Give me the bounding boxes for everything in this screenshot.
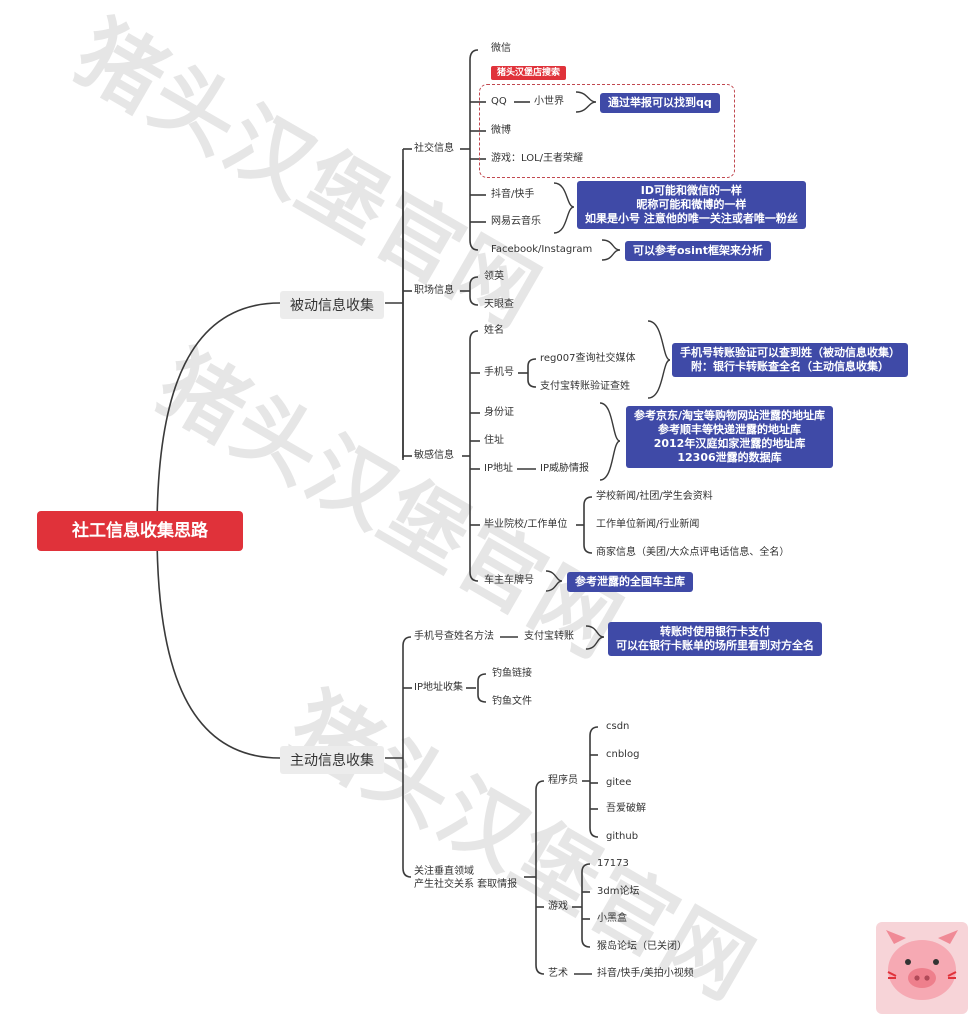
node-name[interactable]: 姓名 (484, 325, 504, 336)
node-idcard[interactable]: 身份证 (484, 407, 514, 418)
node-3dm[interactable]: 3dm论坛 (597, 886, 640, 897)
search-tag: 猪头汉堡店搜索 (491, 66, 567, 80)
node-ip-intel[interactable]: IP威胁情报 (540, 463, 589, 474)
node-job-info[interactable]: 职场信息 (414, 285, 454, 296)
branch-passive[interactable]: 被动信息收集 (280, 291, 384, 319)
node-art[interactable]: 艺术 (548, 968, 568, 979)
node-xiaoheihe[interactable]: 小黑盒 (597, 913, 627, 924)
node-weibo[interactable]: 微博 (491, 125, 511, 136)
node-reg007[interactable]: reg007查询社交媒体 (540, 353, 636, 364)
note-car: 参考泄露的全国车主库 (567, 572, 693, 592)
note-id-nickname: ID可能和微信的一样 昵称可能和微博的一样 如果是小号 注意他的唯一关注或者唯一… (577, 181, 806, 229)
social-group-box (479, 84, 735, 178)
node-douyin[interactable]: 抖音/快手 (491, 189, 535, 200)
node-wechat[interactable]: 微信 (491, 43, 511, 54)
note-osint: 可以参考osint框架来分析 (625, 241, 771, 261)
root-node[interactable]: 社工信息收集思路 (37, 511, 243, 551)
node-cnblog[interactable]: cnblog (606, 749, 640, 760)
node-tianyancha[interactable]: 天眼查 (484, 299, 514, 310)
node-ip-collect[interactable]: IP地址收集 (414, 682, 463, 693)
node-short-video[interactable]: 抖音/快手/美拍小视频 (597, 968, 694, 979)
node-social-info[interactable]: 社交信息 (414, 143, 454, 154)
node-alipay-verify[interactable]: 支付宝转账验证查姓 (540, 381, 630, 392)
node-phishing-file[interactable]: 钓鱼文件 (492, 696, 532, 707)
pig-face-icon (886, 930, 958, 1000)
node-car-plate[interactable]: 车主车牌号 (484, 575, 534, 586)
node-merchant-info[interactable]: 商家信息（美团/大众点评电话信息、全名） (596, 547, 790, 558)
node-school-news[interactable]: 学校新闻/社团/学生会资料 (596, 491, 713, 502)
note-leak-db: 参考京东/淘宝等购物网站泄露的地址库 参考顺丰等快递泄露的地址库 2012年汉庭… (626, 406, 834, 468)
note-bank-card: 转账时使用银行卡支付 可以在银行卡账单的场所里看到对方全名 (608, 622, 822, 656)
node-address[interactable]: 住址 (484, 435, 504, 446)
node-netease-music[interactable]: 网易云音乐 (491, 216, 541, 227)
node-vertical-domain[interactable]: 关注垂直领域 产生社交关系 套取情报 (414, 866, 518, 890)
node-game[interactable]: 游戏：LOL/王者荣耀 (491, 153, 584, 164)
node-csdn[interactable]: csdn (606, 721, 630, 732)
node-52pojie[interactable]: 吾爱破解 (606, 803, 646, 814)
node-github[interactable]: github (606, 831, 639, 842)
node-programmer[interactable]: 程序员 (548, 775, 578, 786)
node-school-work[interactable]: 毕业院校/工作单位 (484, 519, 568, 530)
node-gitee[interactable]: gitee (606, 777, 632, 788)
node-phishing-link[interactable]: 钓鱼链接 (492, 668, 532, 679)
node-linkedin[interactable]: 领英 (484, 271, 504, 282)
branch-active[interactable]: 主动信息收集 (280, 746, 384, 774)
node-17173[interactable]: 17173 (597, 858, 629, 869)
node-sensitive-info[interactable]: 敏感信息 (414, 450, 454, 461)
node-phone[interactable]: 手机号 (484, 367, 514, 378)
node-alipay-transfer[interactable]: 支付宝转账 (524, 631, 574, 642)
node-facebook[interactable]: Facebook/Instagram (491, 244, 593, 255)
note-phone: 手机号转账验证可以查到姓（被动信息收集） 附：银行卡转账查全名（主动信息收集） (672, 343, 908, 377)
node-ip-address[interactable]: IP地址 (484, 463, 513, 474)
node-phone-name-method[interactable]: 手机号查姓名方法 (414, 631, 494, 642)
node-qq[interactable]: QQ (491, 96, 507, 107)
node-game-domain[interactable]: 游戏 (548, 901, 568, 912)
node-work-news[interactable]: 工作单位新闻/行业新闻 (596, 519, 700, 530)
note-qq: 通过举报可以找到qq (600, 93, 720, 113)
node-qq-small-world[interactable]: 小世界 (534, 96, 564, 107)
pig-logo (876, 922, 968, 1014)
node-houdao[interactable]: 猴岛论坛（已关闭） (597, 941, 687, 952)
